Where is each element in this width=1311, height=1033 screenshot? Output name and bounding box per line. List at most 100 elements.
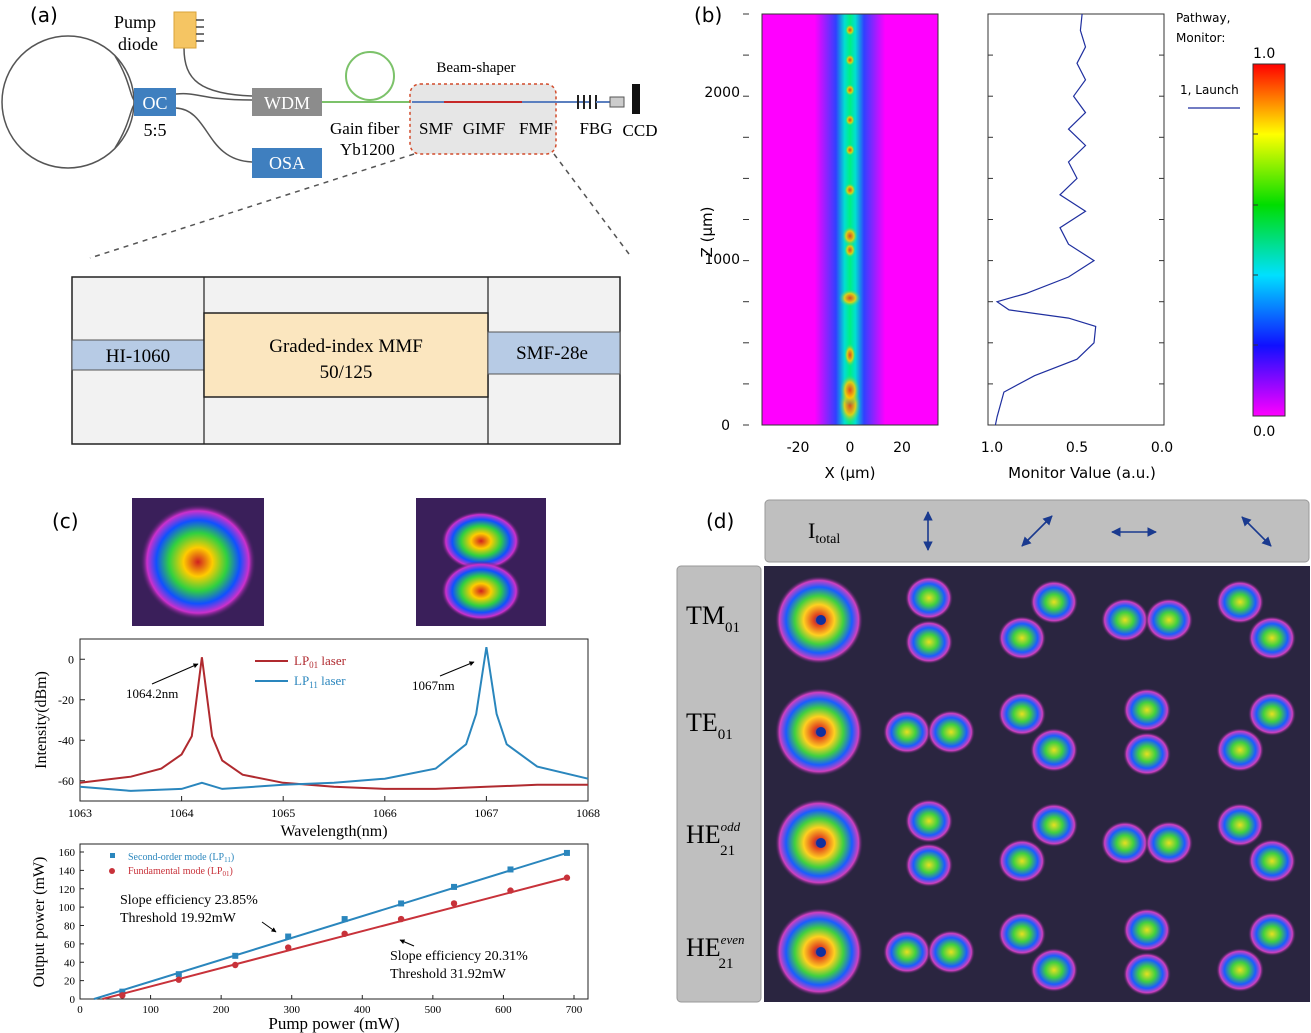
lp11-data-point [563, 849, 570, 856]
monitor-tick: 0.0 [1151, 440, 1173, 456]
legend-fundamental: Fundamental mode (LP01) [128, 866, 233, 878]
fiber-line [175, 107, 253, 163]
mode-lobe [1216, 580, 1264, 624]
sim-x-axis: -20 0 20 [787, 440, 911, 456]
x-tick: 0 [846, 440, 855, 456]
annotation-arrow [151, 663, 199, 685]
beam-hotspot [842, 226, 858, 246]
fiber-line [114, 104, 135, 149]
mode-lobe [905, 843, 953, 887]
mode-lobe [1101, 598, 1149, 642]
colorbar-min: 0.0 [1253, 424, 1275, 440]
ring-loop [1, 35, 135, 169]
beam-hotspot [840, 374, 860, 406]
legend-monitor: Monitor: [1176, 31, 1225, 45]
mode-lobe [998, 616, 1046, 660]
monitor-x-label: Monitor Value (a.u.) [1008, 464, 1156, 482]
mode-lobe [1123, 732, 1171, 776]
mode-center-null [816, 947, 826, 957]
monitor-x-axis: 1.0 0.5 0.0 [981, 440, 1173, 456]
mode-lobe [1216, 803, 1264, 847]
lp01-beam-spot [140, 504, 256, 620]
power-x-tick: 200 [213, 1004, 230, 1016]
polarizer-antidiagonal-icon [1241, 516, 1272, 547]
mode-lobe [1248, 912, 1296, 956]
beam-hotspots [839, 24, 861, 425]
fmf-label: FMF [519, 119, 553, 138]
mode-center-null [816, 615, 826, 625]
power-y-tick: 60 [64, 939, 76, 951]
annotation-arrow [399, 939, 415, 947]
lp01-data-point [507, 887, 514, 894]
fiber-line [114, 55, 135, 101]
power-x-tick: 600 [495, 1004, 512, 1016]
monitor-plot-frame [987, 13, 1165, 426]
z-tick: 0 [721, 418, 730, 434]
gimf-size-label: 50/125 [320, 362, 373, 383]
wdm-label: WDM [264, 93, 310, 113]
legend-lp01-marker [109, 868, 115, 874]
spectrum-x-tick: 1068 [576, 806, 600, 820]
legend-lp11: LP11 laser [294, 673, 346, 690]
lp01-data-point [563, 874, 571, 881]
slope-annotation-1: Slope efficiency 23.85% [120, 893, 258, 908]
smf-label: SMF [419, 119, 453, 138]
mode-lobe [1030, 803, 1078, 847]
slope-annotation-2: Slope efficiency 20.31% [390, 949, 528, 964]
power-x-tick: 700 [566, 1004, 583, 1016]
panel-label-d: (d) [706, 509, 734, 533]
power-y-tick: 20 [64, 976, 76, 988]
beam-hotspot [845, 84, 855, 96]
monitor-tick: 1.0 [981, 440, 1003, 456]
mode-lobe [905, 799, 953, 843]
z-tick: 2000 [704, 85, 740, 101]
power-y-tick: 120 [59, 884, 76, 896]
fiber-line [183, 47, 253, 97]
x-tick: -20 [787, 440, 810, 456]
mode-lobe [1145, 821, 1193, 865]
beam-hotspot [844, 343, 856, 367]
mode-lobe [1216, 948, 1264, 992]
smf28e-label: SMF-28e [516, 343, 588, 364]
smf28e-core [487, 331, 621, 375]
beam-hotspot [845, 24, 855, 36]
annotation-1064: 1064.2nm [126, 686, 178, 701]
colorbar-ticks [1253, 133, 1258, 346]
mode-lobe [1123, 688, 1171, 732]
power-x-label: Pump power (mW) [268, 1014, 399, 1033]
power-y-tick: 40 [64, 957, 76, 969]
hi1060-label: HI-1060 [106, 346, 170, 367]
mode-lobe [1123, 952, 1171, 996]
lp11-data-point [341, 916, 348, 923]
fbg-label: FBG [579, 119, 612, 138]
spectrum-y-tick: -60 [58, 774, 74, 788]
mode-lobe [1123, 908, 1171, 952]
power-x-tick: 300 [283, 1004, 300, 1016]
pump-diode-pins [196, 19, 204, 42]
lp01-data-point [284, 944, 292, 951]
beam-hotspot [845, 144, 855, 156]
lp11-data-point [451, 883, 458, 890]
legend-lp01: LP01 laser [294, 653, 347, 670]
lp01-data-point [341, 930, 348, 937]
mode-lobe [1248, 839, 1296, 883]
mode-lobe [998, 692, 1046, 736]
lp11-data-point [398, 900, 405, 907]
oc-label: OC [142, 93, 167, 113]
mode-lobe [1248, 616, 1296, 660]
gimf-core [203, 312, 489, 398]
panel-a: (a) Pump diode OC 5:5 WDM OSA Gain fiber… [1, 3, 657, 445]
lp11-data-point [232, 952, 239, 959]
mode-image-cells [775, 576, 1296, 996]
oc-box [134, 88, 176, 116]
annotation-arrow [261, 921, 277, 933]
lp11-data-point [119, 988, 126, 995]
lp01-data-point [232, 961, 239, 969]
power-y-label: Output power (mW) [31, 857, 48, 988]
